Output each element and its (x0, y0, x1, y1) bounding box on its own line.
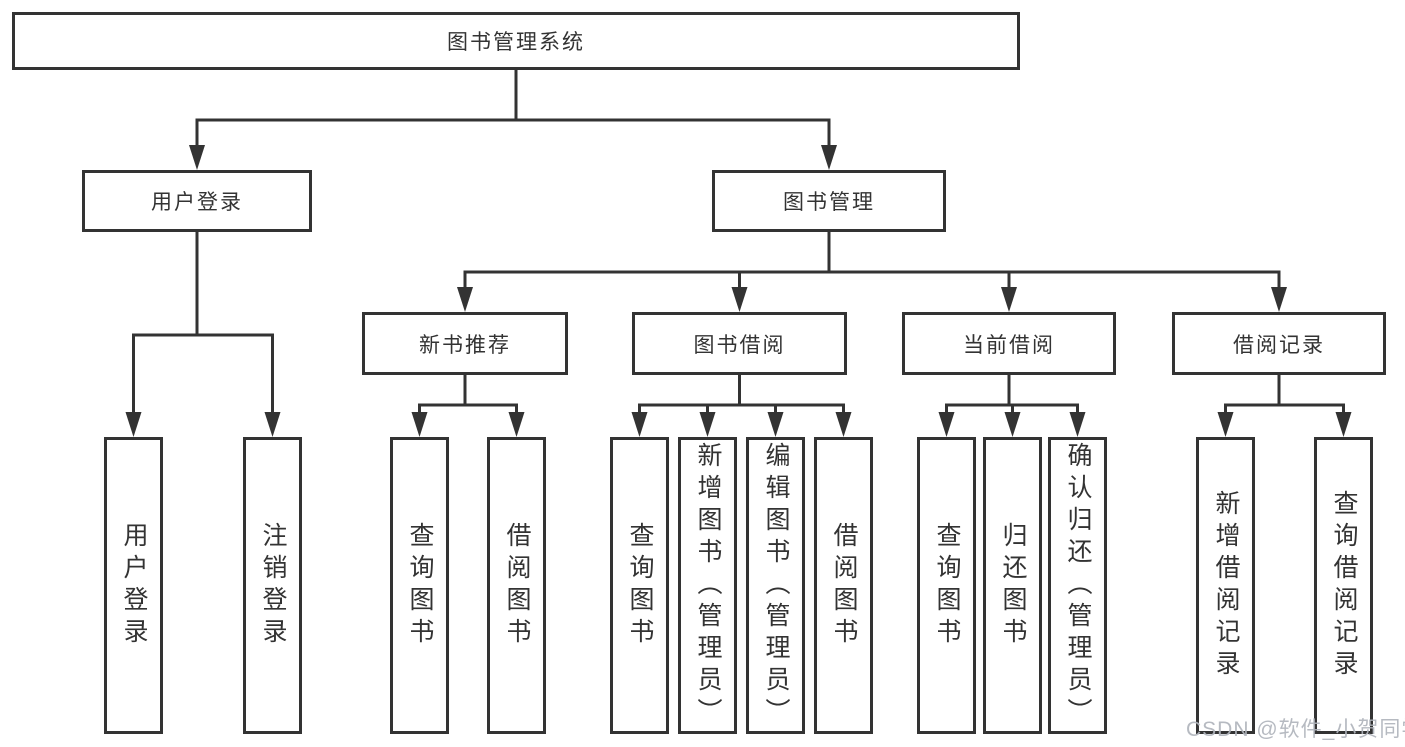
node-label: 借阅记录 (1233, 333, 1325, 357)
node-label: 查询图书 (406, 521, 434, 650)
connector-bookmgmt-to-level3 (463, 232, 1281, 289)
node-book-management-system: 图书管理系统 (12, 12, 1020, 70)
connector-borrowing-to-leaves (638, 375, 845, 414)
node-query-books-current: 查询图书 (917, 437, 976, 734)
arrow-down-icon (1001, 287, 1017, 312)
node-logout-leaf: 注销登录 (243, 437, 302, 734)
connector-paths (132, 70, 1345, 414)
node-label: 注销登录 (259, 521, 287, 650)
arrow-down-icon (821, 145, 837, 170)
arrow-down-icon (125, 412, 142, 437)
connector-current-to-leaves (945, 375, 1079, 414)
connector-newbook-to-leaves (418, 375, 518, 414)
node-label: 新增图书（管理员） (694, 441, 722, 730)
node-label: 借阅图书 (503, 521, 531, 650)
node-current-borrowing: 当前借阅 (902, 312, 1116, 375)
node-label: 编辑图书（管理员） (762, 441, 790, 730)
arrow-down-icon (938, 412, 955, 437)
node-query-books-borrowing: 查询图书 (610, 437, 669, 734)
connector-records-to-leaves (1224, 375, 1345, 414)
node-label: 当前借阅 (963, 333, 1055, 357)
node-user-login-leaf: 用户登录 (104, 437, 163, 734)
node-borrow-books-borrowing: 借阅图书 (814, 437, 873, 734)
node-label: 借阅图书 (830, 521, 858, 650)
node-user-login-branch: 用户登录 (82, 170, 312, 232)
csdn-watermark: CSDN @软件_小贺同学 (1186, 718, 1405, 741)
node-add-books-admin: 新增图书（管理员） (678, 437, 737, 734)
node-query-books-recommend: 查询图书 (390, 437, 449, 734)
arrow-down-icon (1004, 412, 1021, 437)
arrow-down-icon (189, 145, 205, 170)
arrow-down-icon (411, 412, 428, 437)
node-new-book-recommendation: 新书推荐 (362, 312, 568, 375)
node-return-books: 归还图书 (983, 437, 1042, 734)
node-label: 用户登录 (120, 521, 148, 650)
node-label: 图书借阅 (693, 333, 786, 357)
node-label: 查询图书 (933, 521, 961, 650)
node-query-borrow-record: 查询借阅记录 (1314, 437, 1373, 734)
connector-userlogin-to-leaves (132, 232, 274, 414)
arrow-down-icon (835, 412, 852, 437)
arrow-down-icon (1335, 412, 1352, 437)
arrow-down-icon (731, 287, 748, 312)
node-edit-books-admin: 编辑图书（管理员） (746, 437, 805, 734)
arrow-down-icon (1217, 412, 1234, 437)
connector-root-to-level2 (195, 70, 831, 147)
arrow-down-icon (699, 412, 716, 437)
node-label: 图书管理 (783, 191, 875, 214)
arrow-down-icon (767, 412, 784, 437)
arrow-down-icon (631, 412, 648, 437)
node-label: 图书管理系统 (447, 31, 585, 54)
arrowhead-icons (125, 145, 1352, 437)
node-label: 查询借阅记录 (1330, 489, 1358, 682)
arrow-down-icon (1069, 412, 1086, 437)
node-borrow-books-recommend: 借阅图书 (487, 437, 546, 734)
arrow-down-icon (264, 412, 281, 437)
node-confirm-return-admin: 确认归还（管理员） (1048, 437, 1107, 734)
arrow-down-icon (457, 287, 473, 312)
node-borrowing-records: 借阅记录 (1172, 312, 1386, 375)
arrow-down-icon (508, 412, 525, 437)
node-label: 新书推荐 (419, 333, 511, 357)
node-add-borrow-record: 新增借阅记录 (1196, 437, 1255, 734)
node-book-borrowing: 图书借阅 (632, 312, 847, 375)
node-label: 确认归还（管理员） (1064, 441, 1092, 730)
node-label: 归还图书 (999, 521, 1027, 650)
node-book-management: 图书管理 (712, 170, 946, 232)
arrow-down-icon (1271, 287, 1287, 312)
node-label: 用户登录 (151, 191, 243, 214)
node-label: 查询图书 (626, 521, 654, 650)
node-label: 新增借阅记录 (1212, 489, 1240, 682)
